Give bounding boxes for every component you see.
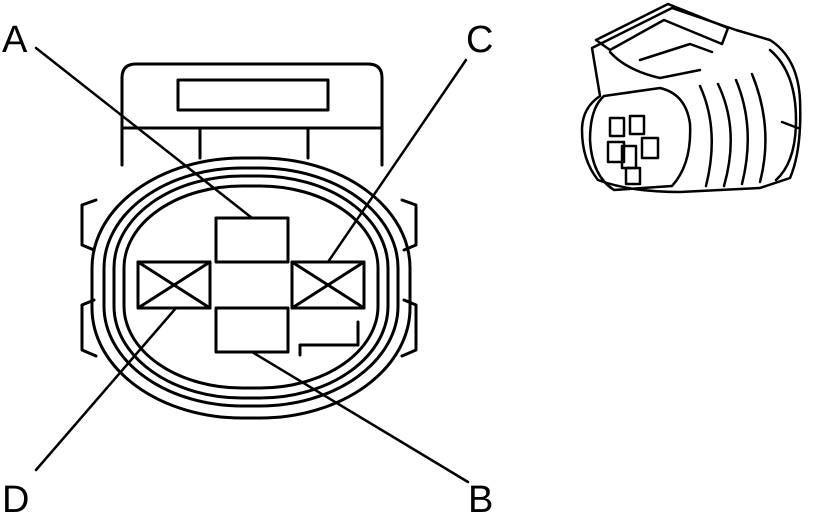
face-cavity-bottom bbox=[624, 166, 642, 186]
pin-label-b: B bbox=[468, 479, 493, 518]
cavity-a bbox=[214, 216, 290, 264]
seal-ring-outer bbox=[102, 166, 400, 408]
leader-lines bbox=[34, 46, 470, 484]
pin-label-d: D bbox=[2, 479, 29, 518]
leader-line-d bbox=[34, 306, 178, 472]
leader-line-b bbox=[250, 350, 470, 484]
connector-latch bbox=[594, 2, 730, 52]
seal-ring-inner bbox=[122, 184, 380, 390]
latch-arm bbox=[608, 42, 714, 80]
tab-neck bbox=[120, 126, 384, 160]
body-ribs bbox=[698, 72, 767, 188]
leader-line-a bbox=[34, 46, 254, 220]
body-end bbox=[768, 48, 800, 182]
side-ridge-left bbox=[80, 198, 98, 358]
face-cavity-top-right bbox=[628, 114, 646, 136]
seal-ring-middle bbox=[112, 174, 390, 400]
connector-face-view bbox=[80, 62, 418, 420]
pin-label-a: A bbox=[2, 19, 28, 61]
connector-face-outline bbox=[588, 86, 692, 192]
locking-tab-slot bbox=[176, 78, 330, 112]
cavity-c-plugged bbox=[290, 260, 366, 310]
locking-tab-housing bbox=[120, 62, 384, 167]
keying-feature bbox=[298, 320, 360, 357]
connector-body bbox=[580, 6, 802, 194]
cavity-b bbox=[214, 306, 290, 354]
cavity-d-plugged bbox=[136, 260, 212, 310]
leader-line-c bbox=[326, 58, 468, 264]
outer-shell bbox=[90, 156, 412, 420]
face-cavity-left bbox=[606, 140, 626, 164]
face-cavity-right bbox=[640, 136, 660, 160]
connector-isometric-view bbox=[580, 2, 802, 194]
pin-label-c: C bbox=[466, 19, 493, 61]
face-cavity-top-left bbox=[608, 116, 626, 138]
